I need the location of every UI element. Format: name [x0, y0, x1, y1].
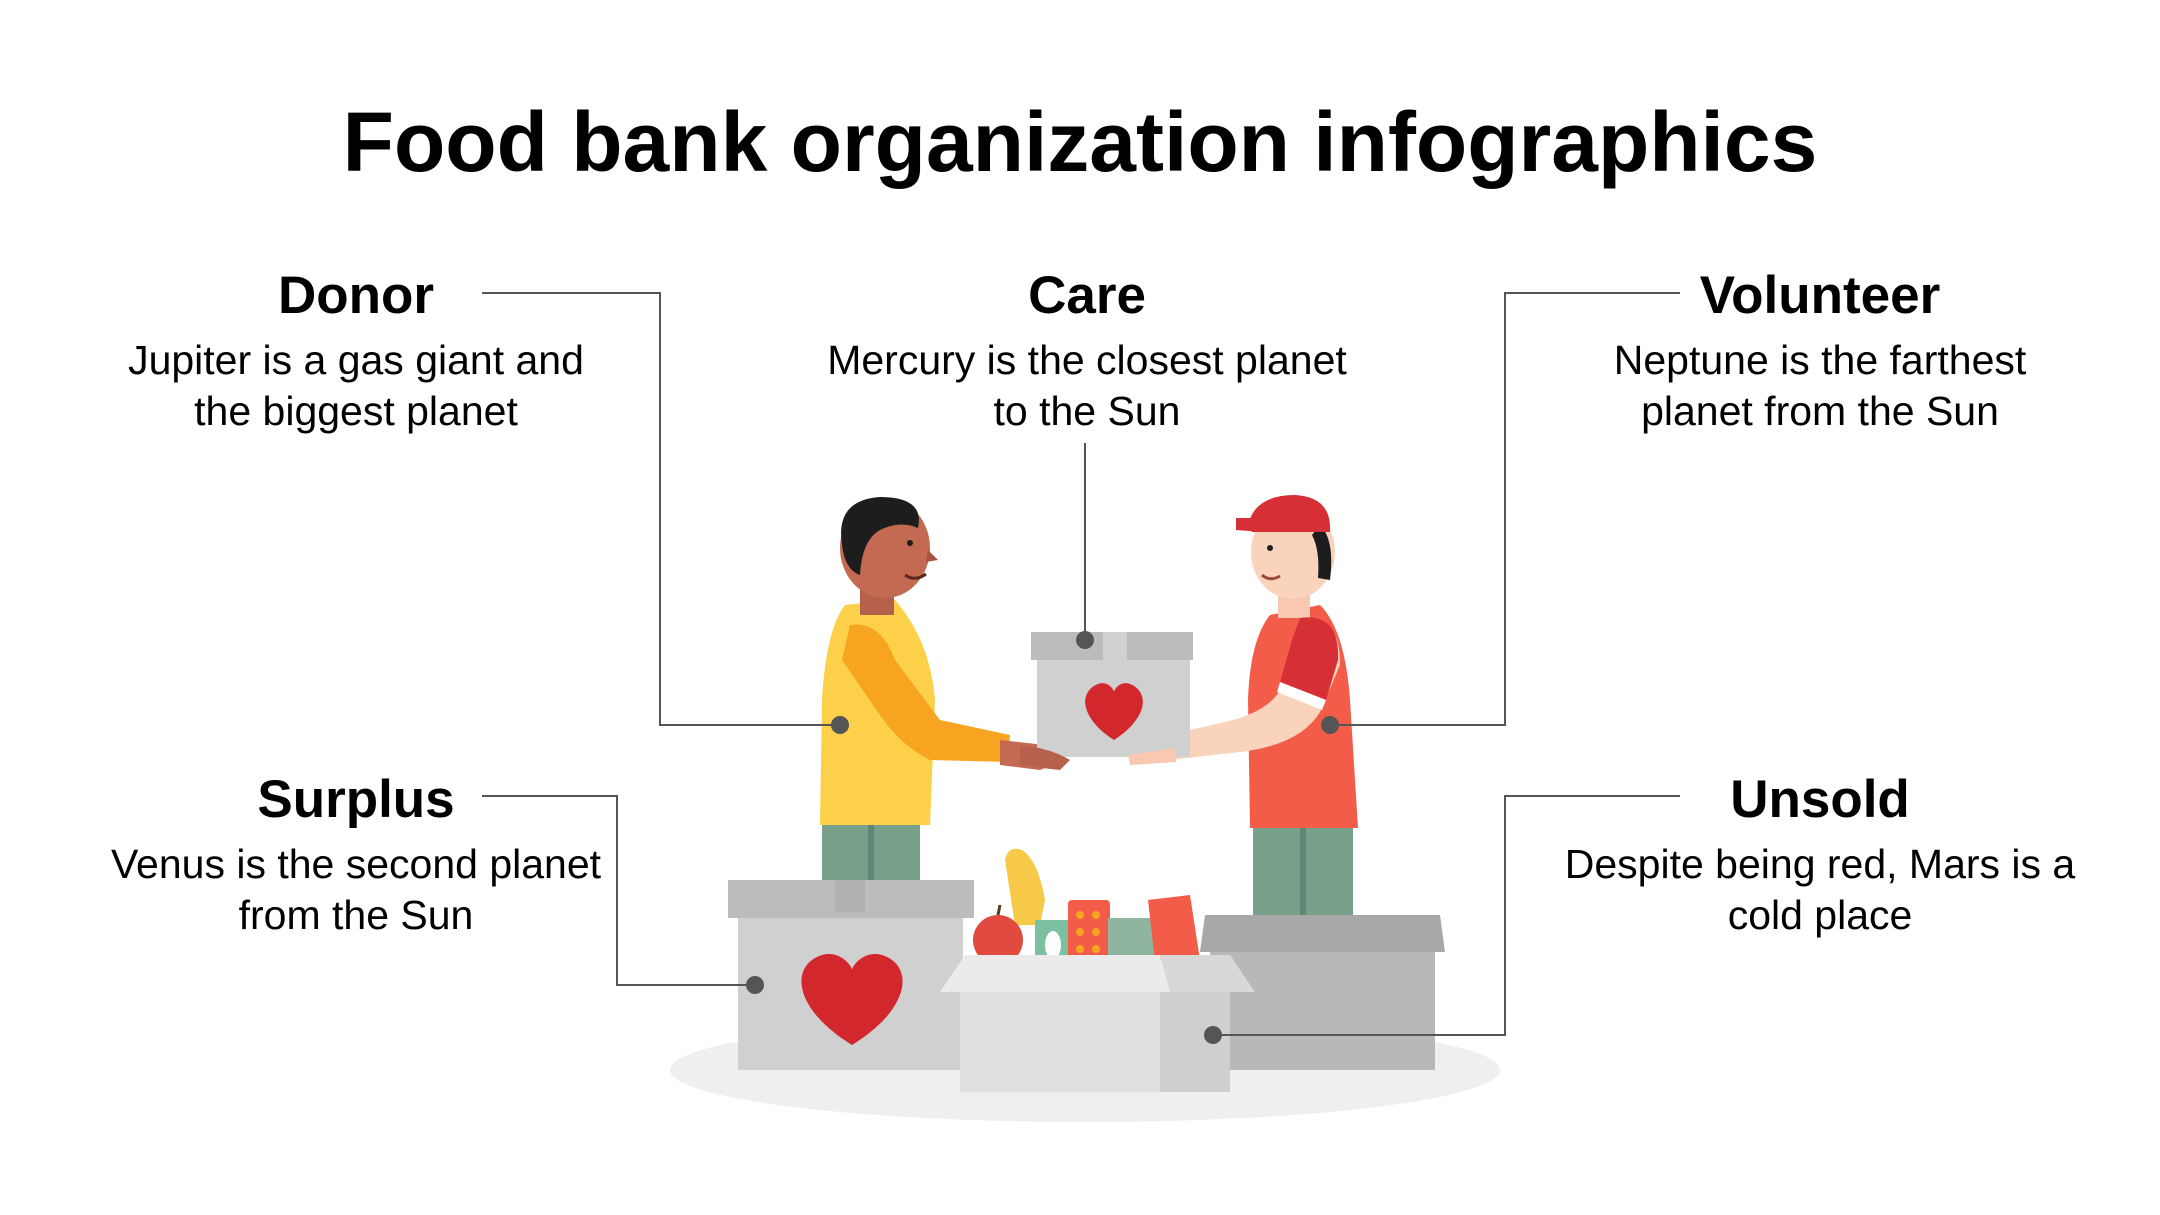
front-open-box	[940, 955, 1255, 1092]
care-box	[1031, 632, 1193, 757]
unsold-box	[1200, 915, 1445, 1070]
unsold-text: Despite being red, Mars is a cold place	[1564, 840, 2076, 938]
connectors	[482, 292, 1680, 1036]
volunteer-person	[1168, 495, 1358, 920]
care-heading: Care	[1028, 266, 1146, 325]
donor-block: Donor Jupiter is a gas giant and the big…	[96, 266, 616, 437]
surplus-connector	[482, 795, 755, 986]
volunteer-text: Neptune is the farthest planet from the …	[1613, 336, 2027, 434]
volunteer-connector	[1330, 292, 1680, 726]
donor-text: Jupiter is a gas giant and the biggest p…	[128, 336, 584, 434]
care-text: Mercury is the closest planet to the Sun	[827, 336, 1347, 434]
surplus-heart-icon	[801, 954, 903, 1045]
surplus-text: Venus is the second planet from the Sun	[110, 840, 602, 938]
connector-dots	[746, 631, 1339, 1044]
food-items	[973, 848, 1200, 965]
page-title: Food bank organization infographics	[342, 95, 1818, 189]
donor-connector	[482, 292, 840, 726]
unsold-connector	[1213, 795, 1680, 1036]
unsold-block: Unsold Despite being red, Mars is a cold…	[1560, 770, 2080, 941]
care-block: Care Mercury is the closest planet to th…	[827, 266, 1347, 437]
volunteer-heading: Volunteer	[1699, 266, 1941, 325]
donor-heading: Donor	[277, 266, 435, 325]
surplus-heading: Surplus	[257, 770, 455, 829]
care-heart-icon	[1085, 683, 1143, 740]
surplus-block: Surplus Venus is the second planet from …	[96, 770, 616, 941]
unsold-heading: Unsold	[1730, 770, 1910, 829]
volunteer-block: Volunteer Neptune is the farthest planet…	[1560, 266, 2080, 437]
surplus-box	[728, 880, 974, 1070]
